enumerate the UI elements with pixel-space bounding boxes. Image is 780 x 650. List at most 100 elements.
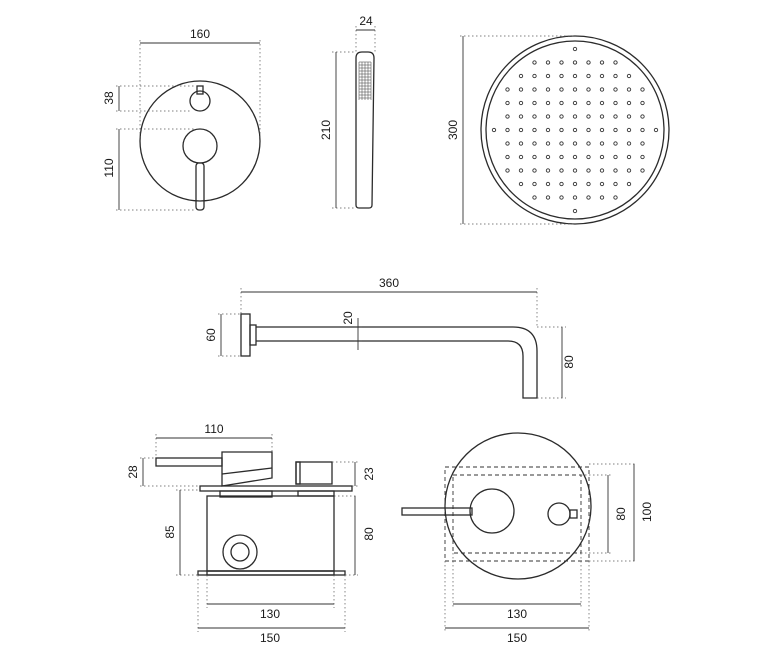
diverter-stem bbox=[196, 85, 204, 95]
dim-label-110: 110 bbox=[102, 158, 116, 177]
nozzle-dot bbox=[586, 87, 591, 92]
box-plate-step bbox=[297, 490, 335, 497]
nozzle-dot bbox=[572, 73, 578, 79]
nozzle-dot bbox=[545, 141, 551, 146]
nozzle-dot bbox=[626, 73, 632, 79]
nozzle-dot bbox=[653, 127, 659, 133]
nozzle-dot bbox=[518, 73, 524, 79]
nozzle-dot bbox=[572, 195, 578, 200]
nozzle-dot bbox=[599, 168, 605, 173]
nozzle-dot bbox=[532, 60, 537, 65]
nozzle-dot bbox=[640, 141, 645, 146]
box-knob-edge bbox=[295, 461, 301, 485]
mixer-handle-base bbox=[182, 128, 218, 164]
nozzle-dot bbox=[505, 114, 510, 119]
dim-label-38: 38 bbox=[102, 91, 116, 105]
nozzle-dot bbox=[559, 141, 564, 146]
mixer-lever bbox=[195, 162, 205, 211]
nozzle-dot bbox=[518, 127, 524, 133]
nozzle-dot bbox=[559, 181, 564, 187]
nozzle-dot bbox=[532, 181, 537, 187]
nozzle-dot bbox=[532, 127, 537, 133]
nozzle-dot bbox=[586, 168, 591, 173]
dim-label-100: 100 bbox=[640, 502, 654, 522]
shower-head-view: 300 bbox=[446, 35, 670, 225]
box-port-outer bbox=[222, 534, 258, 570]
nozzle-dot bbox=[640, 154, 645, 160]
nozzle-dot bbox=[599, 87, 605, 92]
shower-arm-view: 360 20 60 80 bbox=[204, 276, 576, 399]
nozzle-dot bbox=[613, 168, 618, 173]
dim-label-150: 150 bbox=[260, 631, 280, 645]
nozzle-dot bbox=[559, 168, 564, 173]
installed-lever bbox=[401, 507, 473, 516]
dim-label-110: 110 bbox=[204, 422, 223, 436]
nozzle-dot bbox=[626, 114, 632, 119]
mixer-front-view: 160 38 110 bbox=[102, 27, 261, 211]
nozzle-dot bbox=[599, 195, 605, 200]
nozzle-dot bbox=[559, 195, 564, 200]
nozzle-dot bbox=[599, 100, 605, 106]
nozzle-dot bbox=[545, 195, 551, 200]
arm-tube bbox=[256, 326, 538, 399]
nozzle-dot bbox=[532, 114, 537, 119]
nozzle-dot bbox=[559, 127, 564, 133]
shower-head-inner bbox=[485, 40, 665, 220]
nozzle-dot bbox=[559, 73, 564, 79]
hidden-box-outline bbox=[452, 474, 582, 554]
box-lever bbox=[155, 457, 223, 467]
nozzle-dot bbox=[532, 87, 537, 92]
nozzle-dot bbox=[572, 168, 578, 173]
nozzle-dot bbox=[626, 141, 632, 146]
nozzle-dot bbox=[599, 181, 605, 187]
nozzle-dot bbox=[626, 154, 632, 160]
nozzle-dot bbox=[586, 114, 591, 119]
nozzle-dot bbox=[572, 154, 578, 160]
nozzle-dot bbox=[518, 87, 524, 92]
nozzle-dot bbox=[572, 127, 578, 133]
nozzle-dot bbox=[572, 181, 578, 187]
nozzle-dot bbox=[586, 73, 591, 79]
nozzle-dot bbox=[505, 141, 510, 146]
nozzle-pattern bbox=[491, 46, 659, 214]
arm-wall-flange bbox=[240, 313, 251, 357]
dim-label-80: 80 bbox=[362, 527, 376, 541]
nozzle-dot bbox=[532, 168, 537, 173]
nozzle-dot bbox=[613, 154, 618, 160]
dim-label-80-right: 80 bbox=[614, 507, 628, 521]
diverter-knob bbox=[189, 90, 211, 112]
nozzle-dot bbox=[626, 127, 632, 133]
nozzle-dot bbox=[586, 127, 591, 133]
nozzle-dot bbox=[545, 127, 551, 133]
nozzle-dot bbox=[613, 141, 618, 146]
nozzle-dot bbox=[545, 100, 551, 106]
nozzle-dot bbox=[586, 195, 591, 200]
nozzle-dot bbox=[559, 100, 564, 106]
nozzle-dot bbox=[532, 195, 537, 200]
nozzle-dot bbox=[599, 73, 605, 79]
nozzle-dot bbox=[613, 100, 618, 106]
box-plate-step bbox=[219, 490, 273, 498]
nozzle-dot bbox=[532, 154, 537, 160]
box-handle-line bbox=[221, 467, 273, 475]
nozzle-dot bbox=[559, 154, 564, 160]
nozzle-dot bbox=[640, 87, 645, 92]
dim-label-60: 60 bbox=[204, 328, 218, 342]
box-base-inner bbox=[206, 570, 335, 576]
nozzle-dot bbox=[640, 114, 645, 119]
dim-label-300: 300 bbox=[446, 120, 460, 140]
nozzle-dot bbox=[626, 168, 632, 173]
nozzle-dot bbox=[532, 73, 537, 79]
nozzle-dot bbox=[559, 114, 564, 119]
dim-label-210: 210 bbox=[319, 120, 333, 140]
dim-label-150-right: 150 bbox=[507, 631, 527, 645]
box-plate bbox=[199, 485, 353, 492]
hand-shower-view: 24 210 bbox=[319, 14, 376, 209]
nozzle-dot bbox=[505, 127, 510, 133]
nozzle-dot bbox=[572, 60, 578, 65]
nozzle-dot bbox=[613, 87, 618, 92]
nozzle-dot bbox=[545, 87, 551, 92]
nozzle-dot bbox=[599, 141, 605, 146]
nozzle-dot bbox=[613, 73, 618, 79]
